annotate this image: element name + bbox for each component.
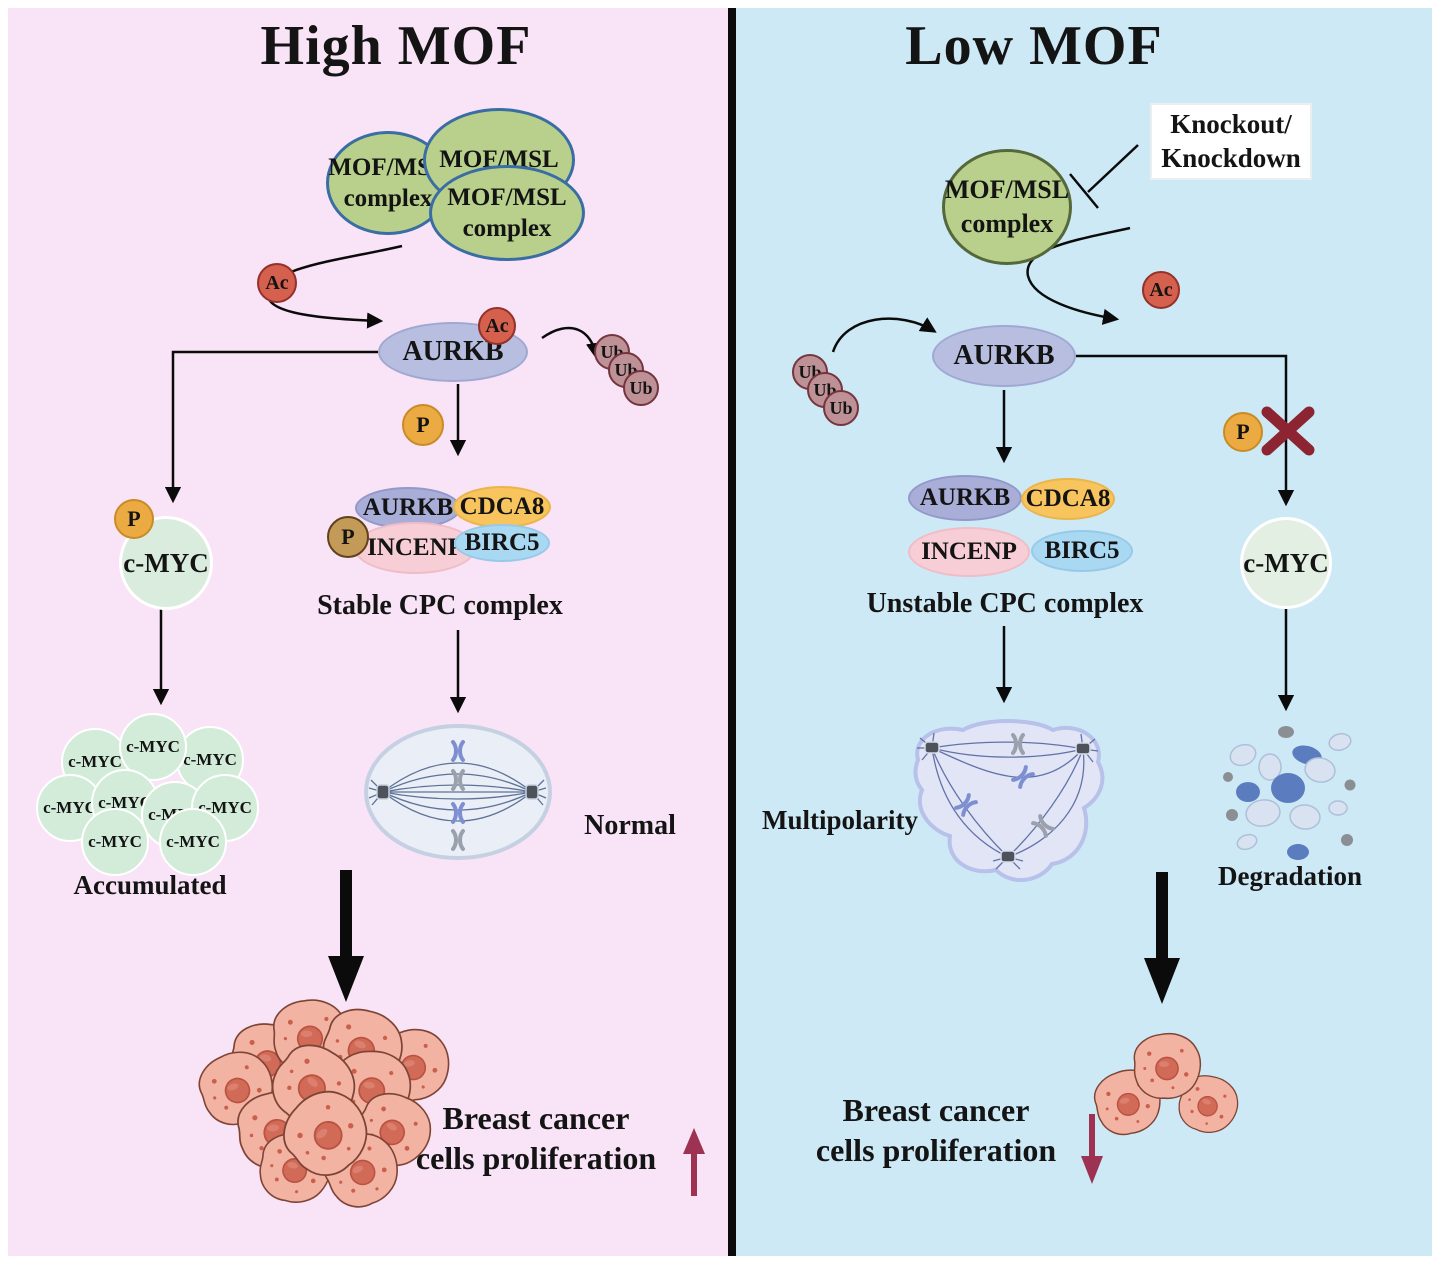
phospho-badge: P <box>327 516 369 558</box>
acetyl-badge: Ac <box>257 263 297 303</box>
ubiquitin-badge: Ub <box>623 370 659 406</box>
arrow-aurkb-to-cmyc <box>164 350 378 504</box>
cpc-cdca8-ellipse: CDCA8 <box>1021 478 1115 520</box>
unstable-cpc-caption: Unstable CPC complex <box>866 588 1144 619</box>
big-arrow-to-cells <box>1144 872 1180 1004</box>
multipolar-spindle-illustration <box>913 719 1105 883</box>
cmyc-cluster-circle: c-MYC <box>159 808 227 876</box>
cmyc-circle: c-MYC <box>1240 517 1332 609</box>
x-mark <box>1261 406 1315 456</box>
mof-msl-label: complex <box>462 215 552 242</box>
arrow-aurkb-to-ub <box>541 326 603 360</box>
phospho-badge: P <box>114 499 154 539</box>
mof-msl-label: complex <box>343 185 433 212</box>
phospho-badge: P <box>1223 412 1263 452</box>
aurkb-ellipse: AURKB <box>932 325 1076 387</box>
acetyl-badge: Ac <box>478 307 516 345</box>
mof-msl-label: MOF/MSL <box>447 183 567 211</box>
low-mof-panel: Low MOF Knockout/ Knockdown MOF/MSL comp… <box>736 8 1432 1256</box>
panel-divider <box>728 8 736 1256</box>
cpc-birc5-ellipse: BIRC5 <box>454 524 550 562</box>
panel-title-high-mof: High MOF <box>260 15 532 77</box>
mof-msl-complex-ellipse: MOF/MSL complex <box>942 149 1072 265</box>
knockout-knockdown-box: Knockout/ Knockdown <box>1150 103 1312 180</box>
proliferation-up-arrow <box>683 1128 705 1196</box>
cancer-cells-small-cluster <box>1089 1032 1246 1141</box>
multipolarity-label: Multipolarity <box>762 805 918 835</box>
right-connectors-layer <box>831 144 1356 1184</box>
cmyc-cluster-circle: c-MYC <box>81 808 149 876</box>
stable-cpc-caption: Stable CPC complex <box>317 590 563 621</box>
mof-msl-complex-ellipse-front: MOF/MSL complex <box>429 165 585 261</box>
arrow-ub-to-aurkb <box>831 317 937 353</box>
panel-title-low-mof: Low MOF <box>905 15 1163 77</box>
acetyl-badge: Ac <box>1142 271 1180 309</box>
cmyc-cluster-circle: c-MYC <box>119 713 187 781</box>
phospho-badge: P <box>402 404 444 446</box>
inhibition-bar <box>1069 173 1099 209</box>
cpc-incenp-ellipse: INCENP <box>354 522 476 574</box>
cpc-birc5-ellipse: BIRC5 <box>1031 530 1133 572</box>
accumulated-label: Accumulated <box>73 870 227 900</box>
cpc-cdca8-ellipse: CDCA8 <box>453 486 551 528</box>
inhibition-line <box>1087 144 1139 193</box>
high-mof-panel: High MOF MOF/MSL complex MOF/MSL MOF/MSL… <box>8 8 728 1256</box>
normal-spindle-label: Normal <box>584 810 676 841</box>
big-arrow-to-cells <box>328 870 364 1002</box>
aurkb-ellipse: AURKB <box>378 322 528 382</box>
degradation-label: Degradation <box>1218 861 1362 891</box>
cpc-aurkb-ellipse: AURKB <box>908 475 1022 521</box>
degradation-fragments <box>1223 726 1356 860</box>
ubiquitin-badge: Ub <box>823 390 859 426</box>
proliferation-text: Breast cancer cells proliferation <box>415 1100 657 1176</box>
cpc-incenp-ellipse: INCENP <box>908 527 1030 577</box>
proliferation-text: Breast cancer cells proliferation <box>815 1092 1057 1168</box>
normal-spindle-illustration <box>364 724 552 860</box>
